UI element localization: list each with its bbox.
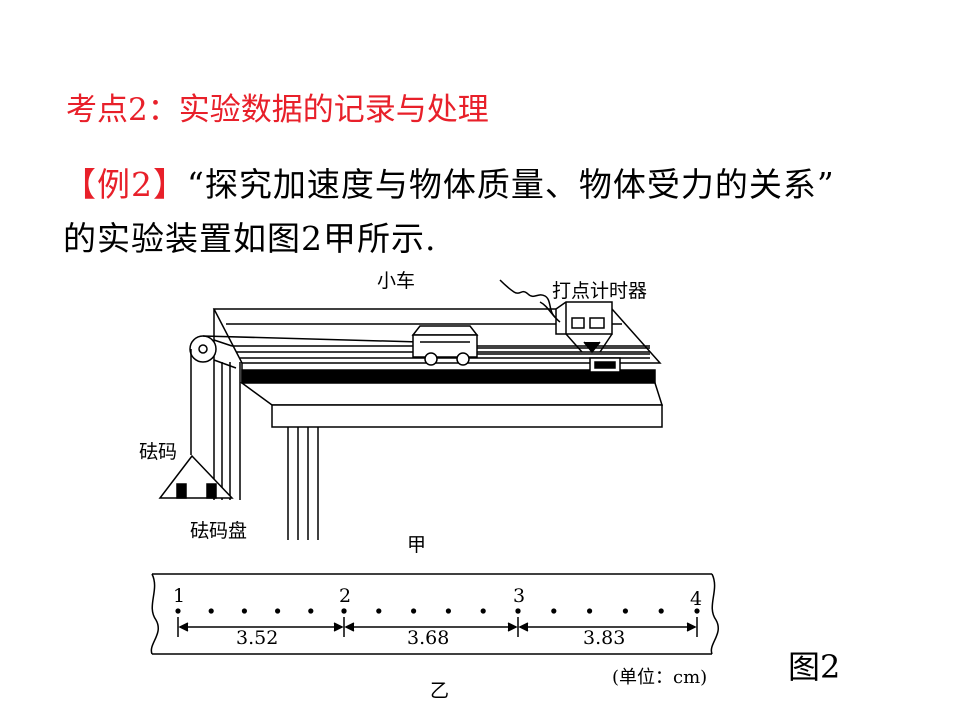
timer-label: 打点计时器 [552, 280, 648, 302]
measure-arrow-right [686, 622, 697, 632]
tape-dot [445, 608, 451, 614]
weight-label: 砝码 [139, 441, 178, 463]
example-tag: 【例2】 [63, 165, 187, 204]
figure-caption-a: 甲 [407, 534, 427, 556]
tape-dot [480, 608, 486, 614]
cart-label: 小车 [377, 270, 416, 292]
tape-dot [622, 608, 629, 614]
pan-label: 砝码盘 [190, 520, 248, 542]
figure-caption-b: 乙 [430, 680, 450, 702]
tape-distance-2: 3.68 [407, 627, 450, 649]
tape-dot [411, 608, 417, 614]
example-line-2: 的实验装置如图2甲所示. [63, 219, 437, 258]
measure-arrow-left [344, 622, 355, 632]
measure-arrow-right [507, 622, 518, 632]
tape-dot [175, 608, 181, 614]
tape-point-3: 3 [513, 585, 526, 607]
tape-dot [587, 608, 593, 614]
example-text-1: “探究加速度与物体质量、物体受力的关系” [187, 165, 835, 204]
tape-dot [241, 608, 247, 614]
tape-dot [376, 608, 382, 614]
tape-point-2: 2 [339, 585, 352, 607]
tape-point-1: 1 [173, 585, 186, 607]
tape-dot [308, 608, 314, 614]
tape-dot [275, 608, 281, 614]
section-heading: 考点2：实验数据的记录与处理 [66, 92, 489, 128]
tape-dot [551, 608, 557, 614]
tape-distance-1: 3.52 [236, 627, 279, 649]
measure-arrow-left [178, 622, 189, 632]
measure-arrow-left [518, 622, 529, 632]
tape-distance-3: 3.83 [583, 627, 626, 649]
tape-dot [694, 608, 700, 614]
figure-label: 图2 [788, 648, 841, 686]
tape-dot [208, 608, 214, 614]
example-line-1: 【例2】“探究加速度与物体质量、物体受力的关系” [63, 158, 835, 206]
measure-arrow-right [333, 622, 344, 632]
tape-dot [341, 608, 347, 614]
tape-dot [658, 608, 664, 614]
tape-point-4: 4 [690, 588, 703, 610]
tape-unit: (单位：cm) [612, 667, 708, 688]
tape-dot [515, 608, 521, 614]
